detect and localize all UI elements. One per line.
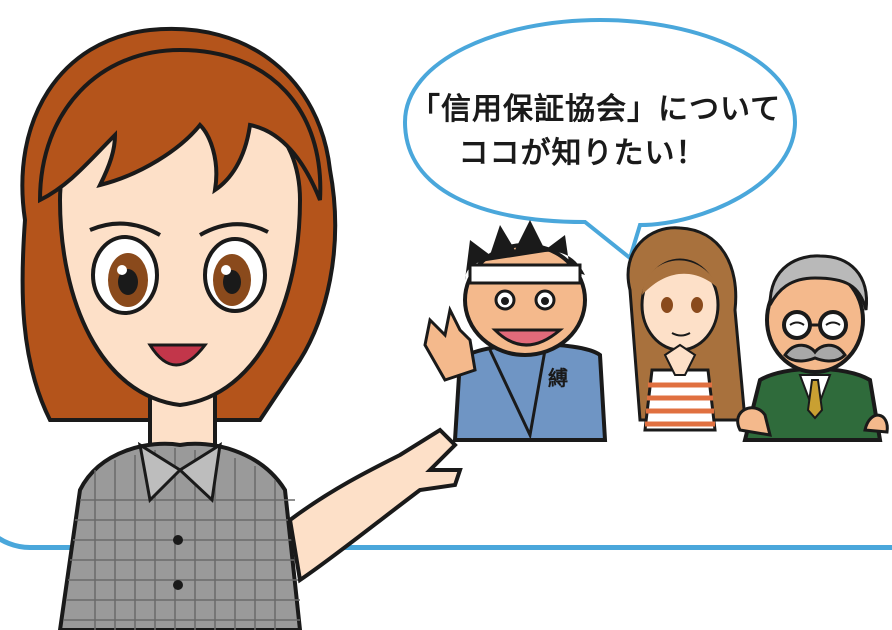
svg-text:縛: 縛 <box>548 366 568 390</box>
elderly-man-figure <box>736 254 889 442</box>
young-woman-figure <box>626 226 747 432</box>
craftsman-man-figure: 縛 <box>423 220 608 442</box>
speech-line-1: 「信用保証協会」について <box>410 92 782 127</box>
blue-frame <box>0 0 892 550</box>
speech-line-2: ココが知りたい！ <box>458 136 707 171</box>
woman-guide-figure <box>20 26 463 630</box>
speech-bubble-text: 「信用保証協会」について ココが知りたい！ <box>410 88 782 176</box>
